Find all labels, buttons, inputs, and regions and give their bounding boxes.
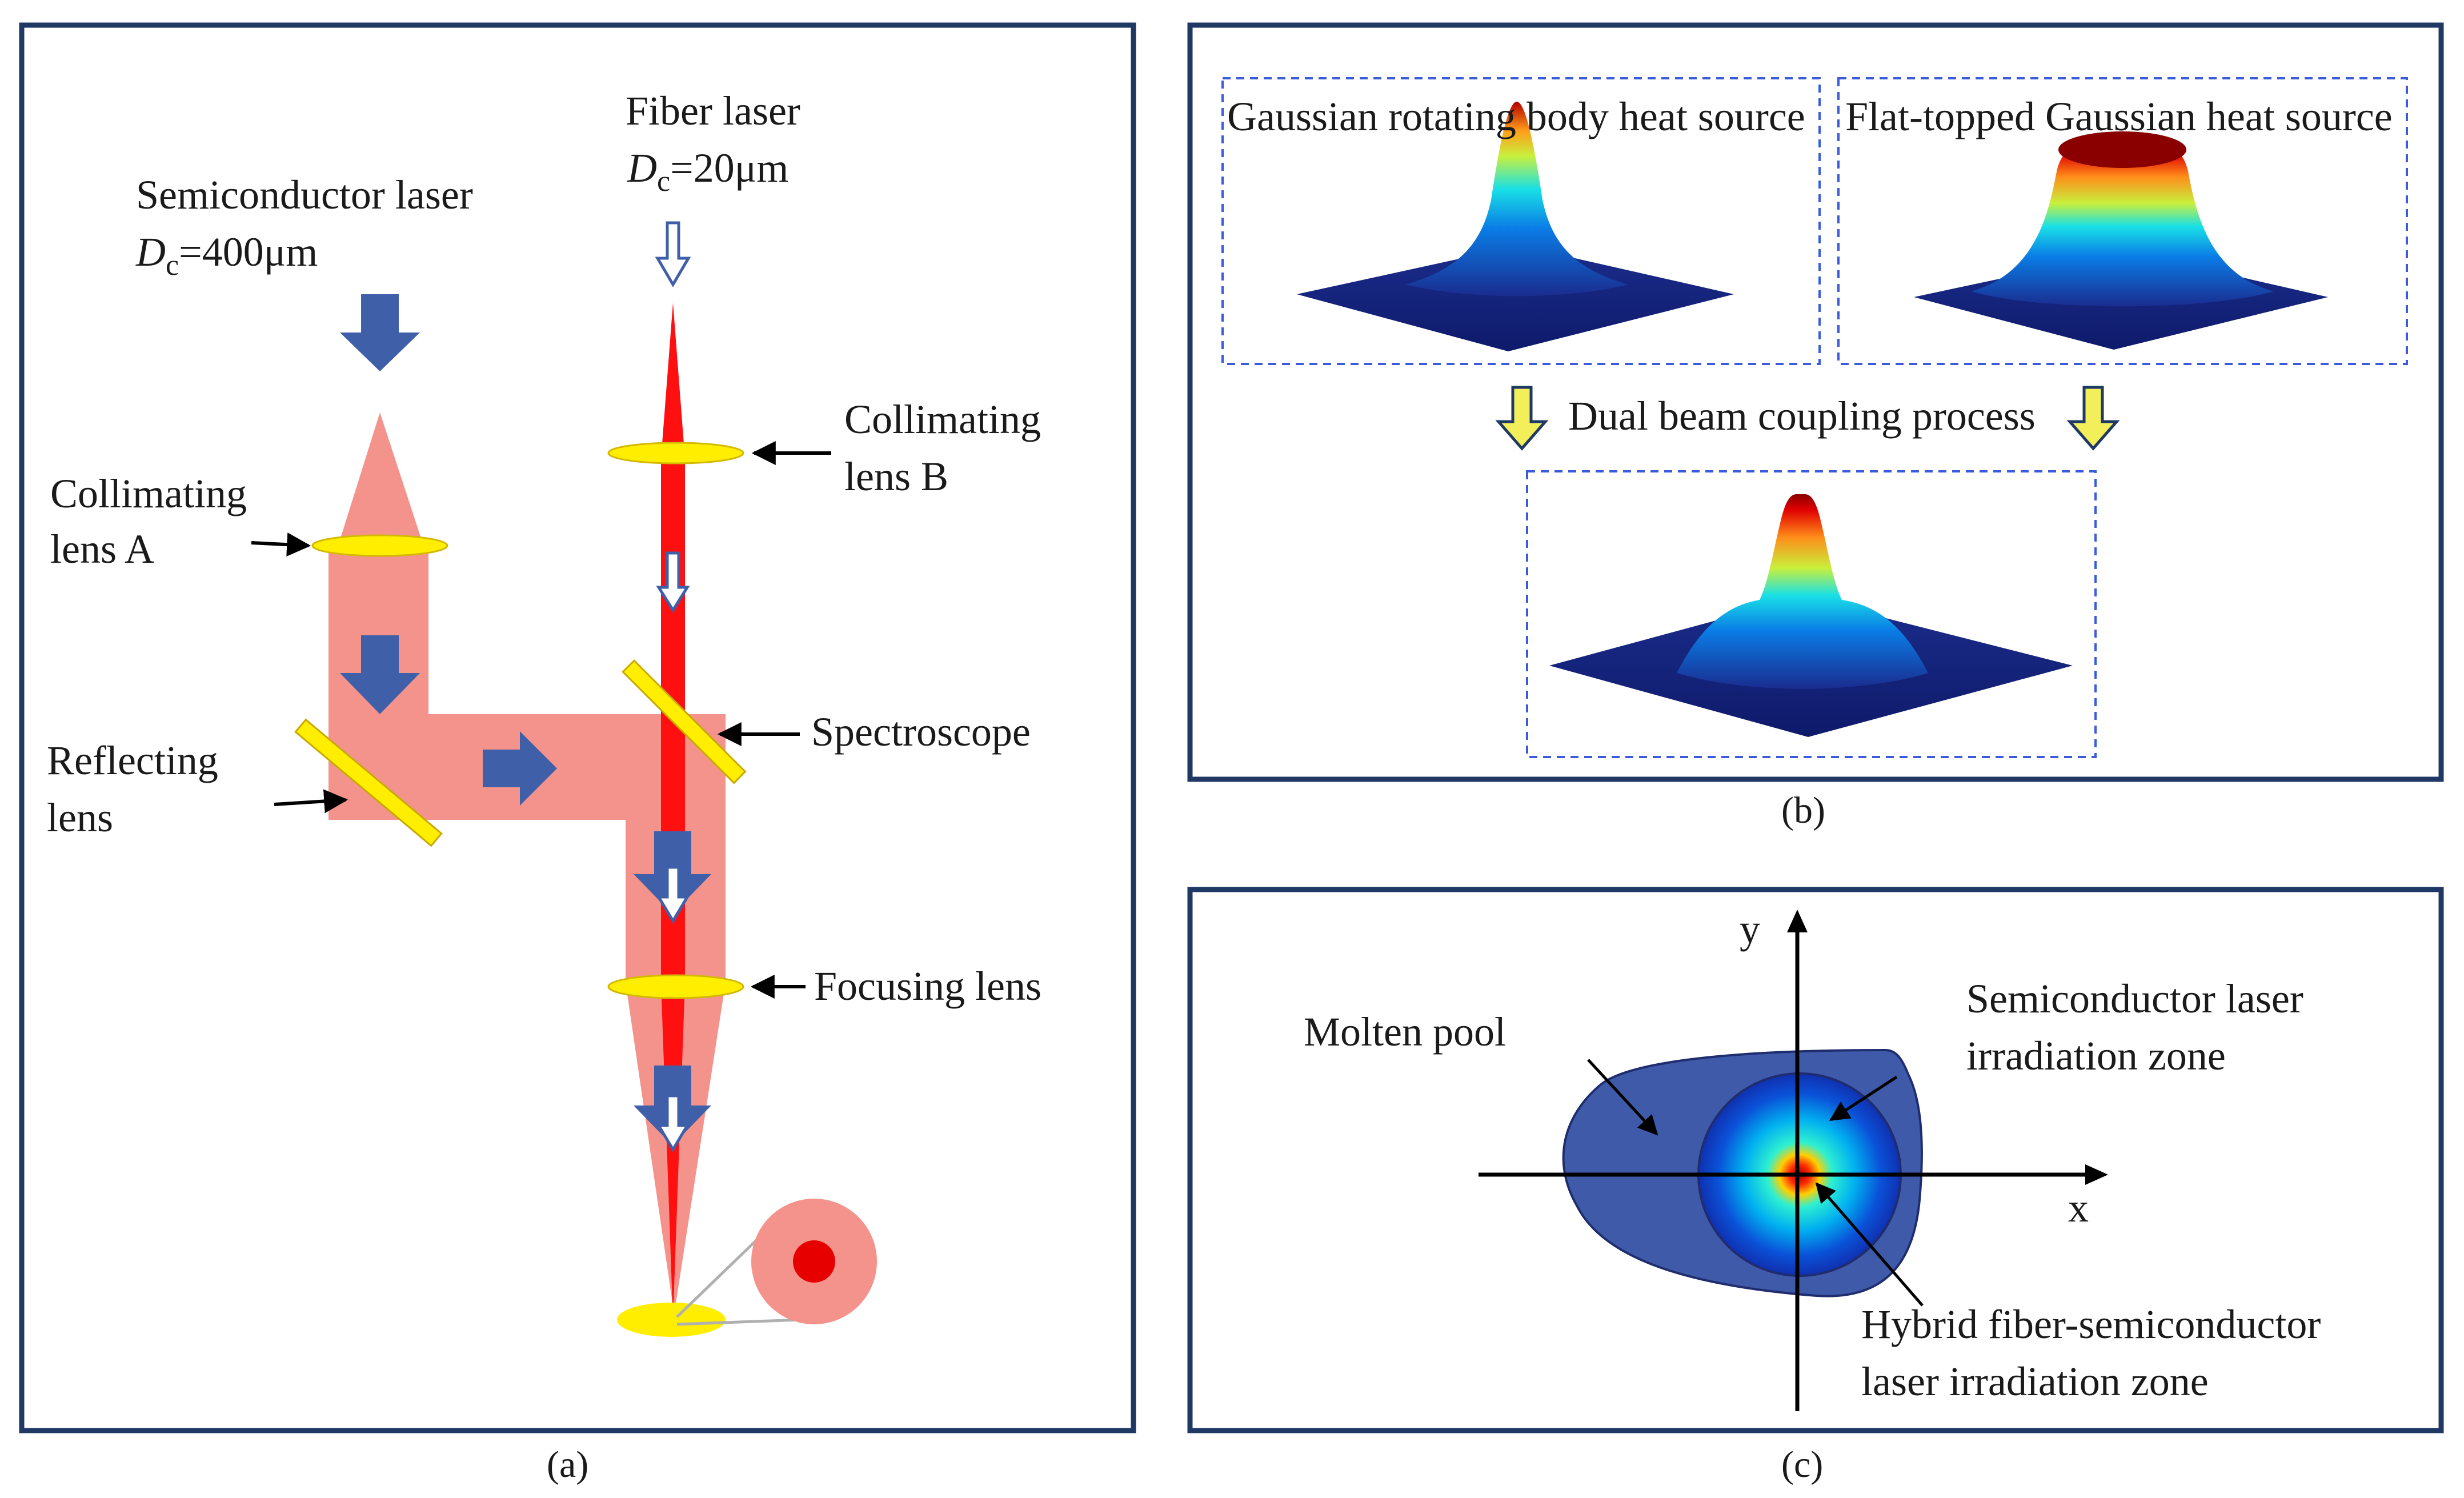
- collimating-lens-b: [607, 442, 744, 464]
- reflecting-lens: [294, 718, 443, 847]
- semiconductor-zone-label-2: irradiation zone: [1966, 1033, 2226, 1079]
- reflecting-lens-label-2: lens: [47, 795, 113, 840]
- spectroscope-label: Spectroscope: [811, 709, 1031, 755]
- caption-c: (c): [1781, 1444, 1823, 1485]
- collimating-lens-a-label-1: Collimating: [50, 471, 247, 516]
- semiconductor-laser-label: Semiconductor laser: [136, 172, 473, 218]
- semiconductor-laser-diameter: Dc=400μm: [135, 229, 318, 282]
- fiber-laser-label: Fiber laser: [626, 88, 800, 134]
- collimating-lens-b-label-1: Collimating: [844, 396, 1041, 442]
- coupled-box: [1526, 470, 2097, 758]
- gaussian-rotating-label: Gaussian rotating body heat source: [1227, 94, 1805, 139]
- axis-x-label: x: [2068, 1185, 2089, 1231]
- panel-a-frame: [19, 22, 1136, 1433]
- caption-b: (b): [1781, 790, 1825, 831]
- panel-b: Gaussian rotating body heat source Flat-…: [1187, 22, 2444, 831]
- spectroscope: [622, 659, 747, 784]
- gaussian-rotating-surface: [1297, 102, 1734, 351]
- flat-topped-box: [1837, 77, 2408, 365]
- label-arrows-c: [1587, 1059, 1924, 1307]
- panel-c-frame: [1187, 887, 2444, 1433]
- collimating-lens-b-label-2: lens B: [844, 454, 948, 499]
- focal-spot: [617, 1303, 726, 1337]
- coupled-surface: [1549, 494, 2073, 737]
- coupling-label: Dual beam coupling process: [1568, 393, 2036, 439]
- collimating-lens-a-label-2: lens A: [50, 526, 154, 572]
- focusing-lens-label: Focusing lens: [814, 963, 1041, 1009]
- fiber-laser-diameter: Dc=20μm: [627, 145, 788, 198]
- gaussian-rotating-box: [1221, 77, 1821, 365]
- panel-c: x y Molten pool Semiconductor laser irra…: [1187, 887, 2444, 1485]
- fiber-arrows: [655, 221, 691, 1152]
- panel-a: Fiber laser Dc=20μm Semiconductor laser …: [19, 22, 1136, 1485]
- axes: [1479, 910, 2108, 1411]
- collimating-lens-a: [311, 534, 448, 557]
- coupling-arrows: [1495, 386, 2120, 451]
- hybrid-zone-label-2: laser irradiation zone: [1861, 1359, 2209, 1404]
- flat-topped-label: Flat-topped Gaussian heat source: [1845, 94, 2393, 139]
- semiconductor-zone-label-1: Semiconductor laser: [1966, 976, 2303, 1022]
- hybrid-zone-label-1: Hybrid fiber-semiconductor: [1861, 1301, 2321, 1347]
- flat-topped-surface: [1914, 131, 2328, 350]
- caption-a: (a): [547, 1444, 588, 1485]
- spot-zoom-inner: [793, 1240, 835, 1283]
- axis-y-label: y: [1740, 906, 1760, 952]
- panel-b-frame: [1187, 22, 2444, 782]
- label-arrows-a: [251, 441, 831, 999]
- focusing-lens: [607, 974, 744, 999]
- reflecting-lens-label-1: Reflecting: [47, 738, 218, 783]
- molten-pool-label: Molten pool: [1304, 1009, 1506, 1055]
